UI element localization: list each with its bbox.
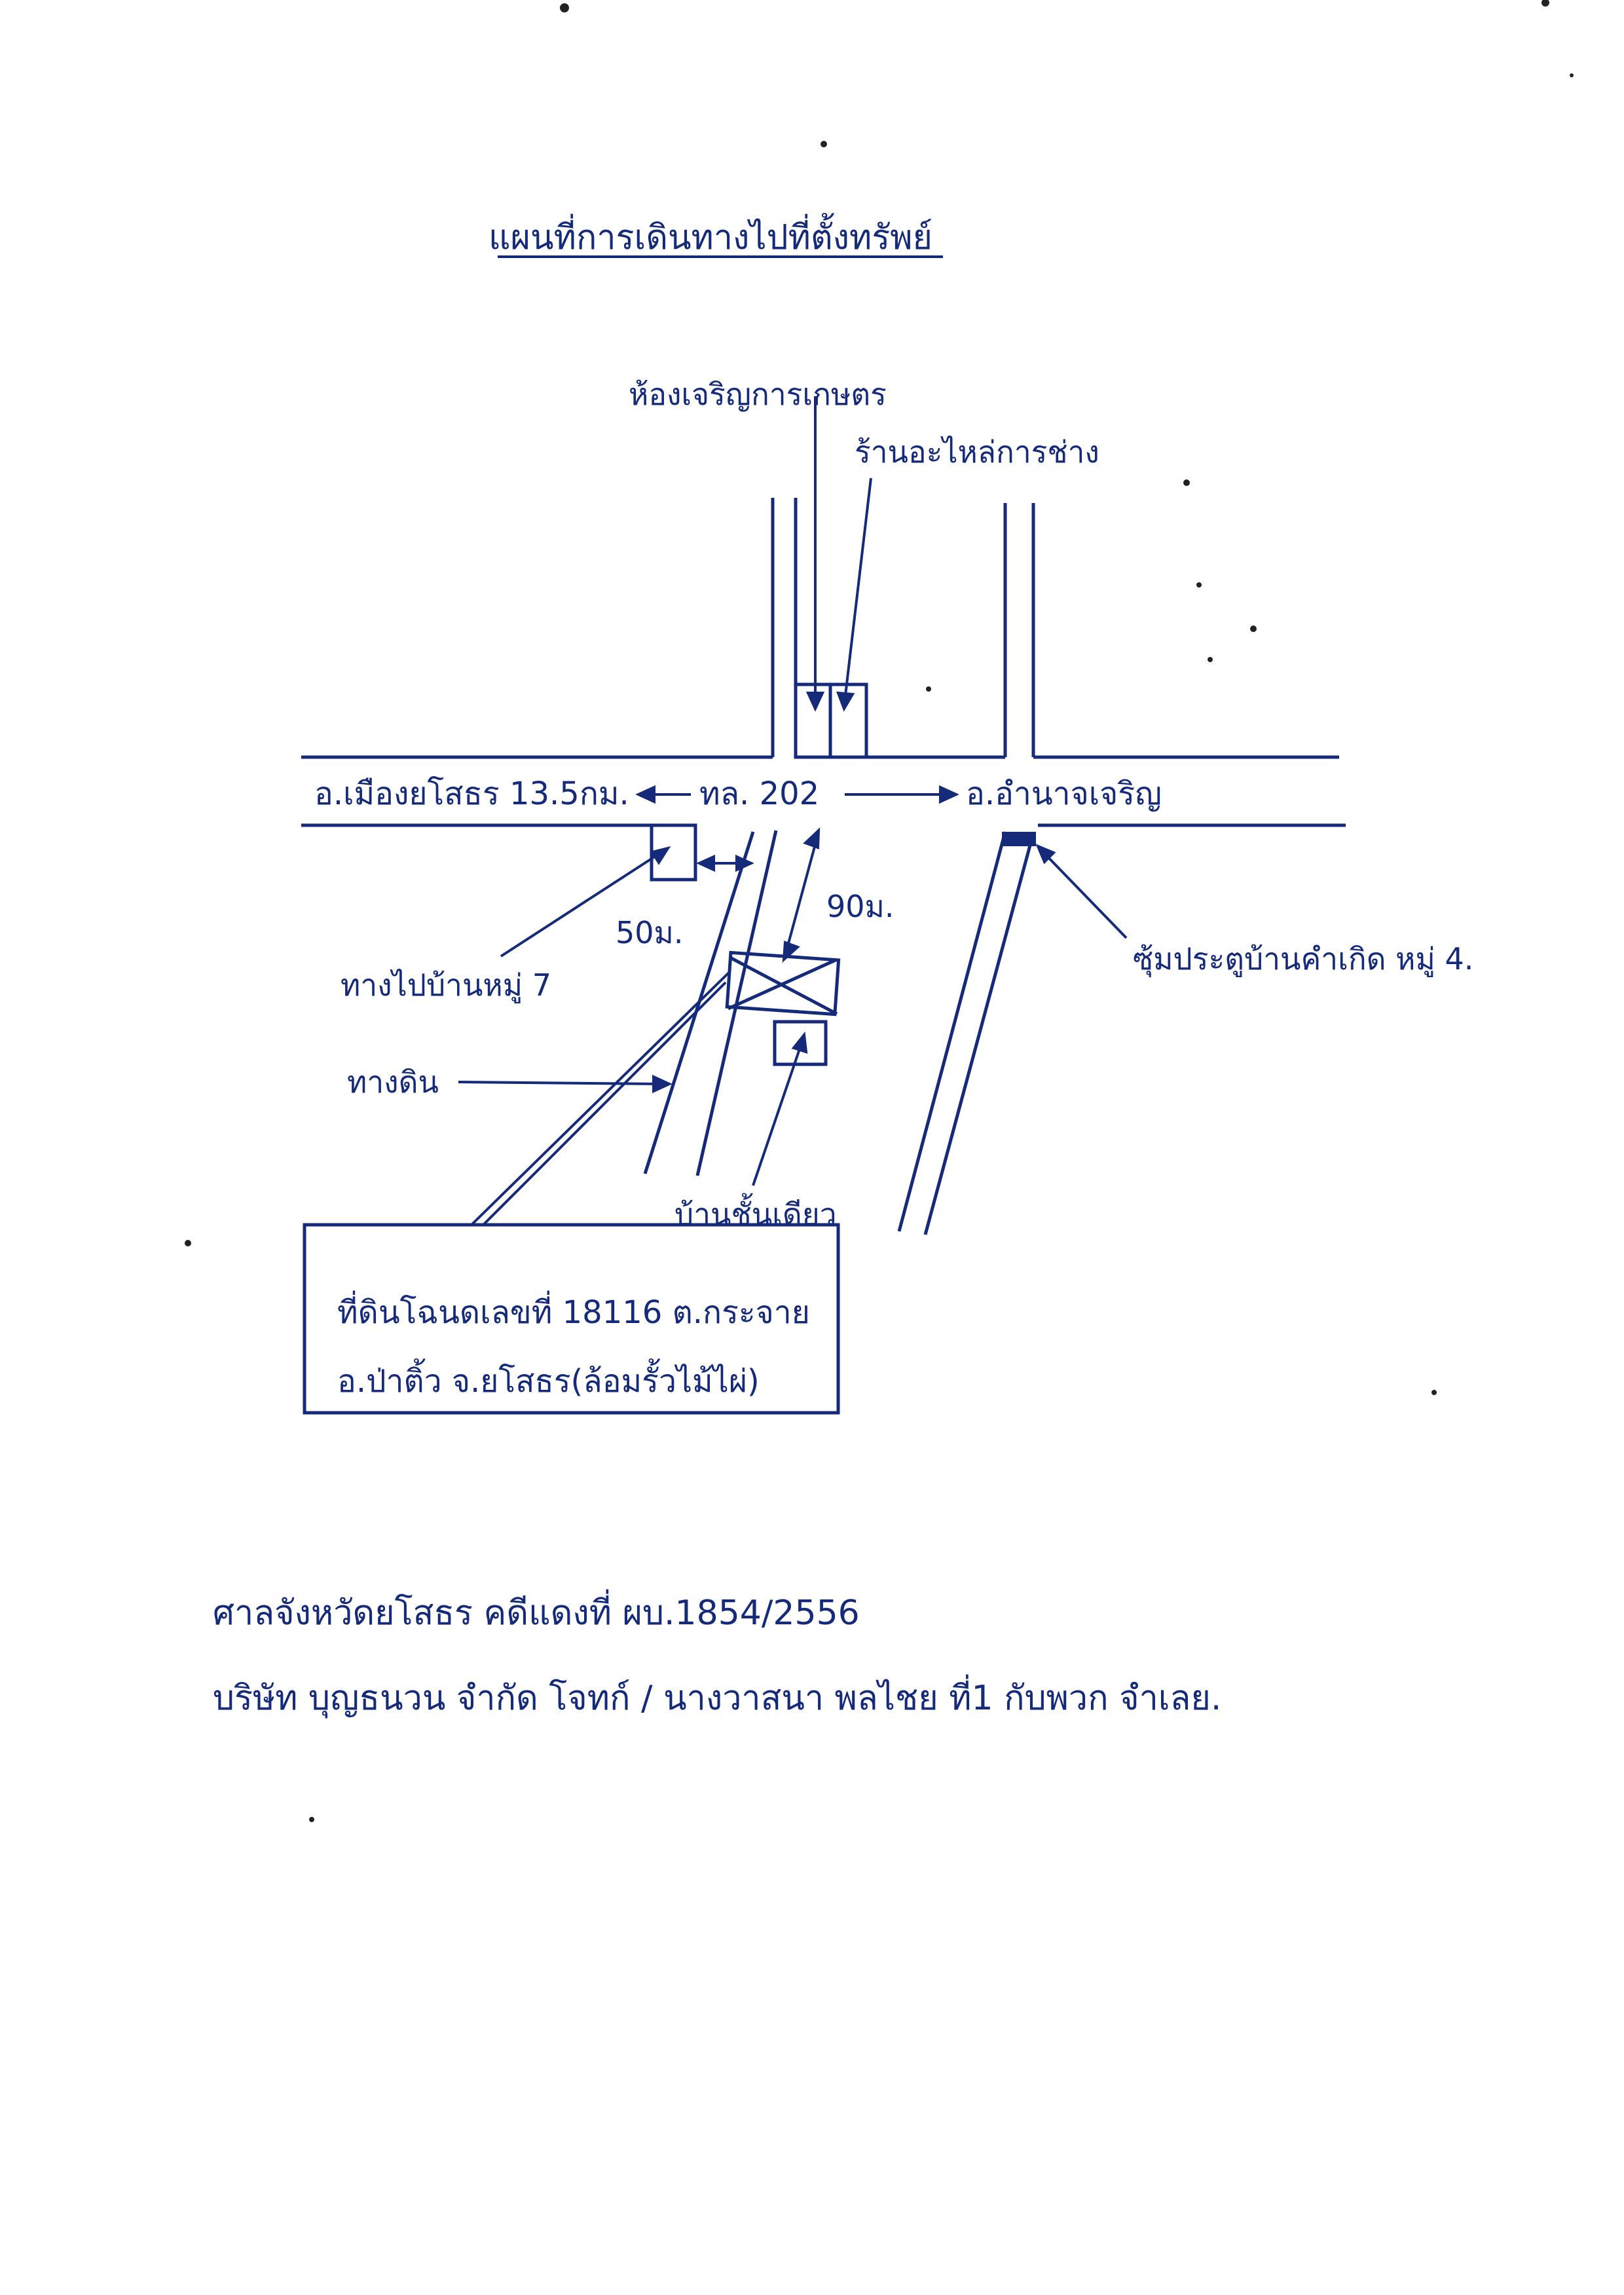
parties-line: บริษัท บุญธนวน จำกัด โจทก์ / นางวาสนา พล… (213, 1674, 1221, 1719)
moo7-pointer (500, 846, 671, 958)
north-roads (771, 498, 1035, 757)
property-line1: ที่ดินโฉนดเลขที่ 18116 ต.กระจาย (337, 1290, 810, 1331)
property-plot (725, 950, 841, 1017)
property-line2: อ.ป่าติ้ว จ.ยโสธร(ล้อมรั้วไม้ไผ่) (337, 1358, 760, 1400)
highway-202 (301, 755, 1346, 827)
house-pointer (752, 1032, 808, 1186)
dirt-road (643, 830, 778, 1176)
north-shops (794, 682, 868, 759)
village-gate-pointer (1035, 844, 1128, 939)
label-distance-90m: 90ม. (826, 889, 894, 924)
dirt-road-pointer (458, 1074, 673, 1094)
gate-road (897, 831, 1035, 1235)
village-gate-icon (1002, 832, 1036, 846)
label-road-left: อ.เมืองยโสธร 13.5กม. (314, 775, 629, 812)
highway-arrows (635, 785, 959, 804)
property-leader (470, 971, 730, 1226)
scan-specks (185, 0, 1574, 1822)
label-shop-spare-parts: ร้านอะไหล่การช่าง (855, 434, 1099, 470)
shop-pointers (805, 396, 872, 712)
label-road-center: ทล. 202 (699, 775, 819, 812)
label-soi-moo7: ทางไปบ้านหมู่ 7 (341, 967, 551, 1003)
distance-90m-arrow (782, 827, 821, 963)
label-shop-charoen: ห้องเจริญการเกษตร (629, 377, 887, 412)
single-house-icon (773, 1020, 828, 1066)
property-description-box (303, 1223, 840, 1415)
distance-50m-arrow (696, 854, 754, 872)
label-road-right: อ.อำนาจเจริญ (966, 775, 1162, 812)
label-village-gate: ซุ้มประตูบ้านคำเกิด หมู่ 4. (1133, 941, 1473, 978)
court-case-line: ศาลจังหวัดยโสธร คดีแดงที่ ผบ.1854/2556 (213, 1589, 860, 1633)
map-title: แผนที่การเดินทางไปที่ตั้งทรัพย์ (489, 213, 932, 257)
label-dirt-road: ทางดิน (347, 1064, 439, 1100)
label-distance-50m: 50ม. (616, 915, 683, 950)
